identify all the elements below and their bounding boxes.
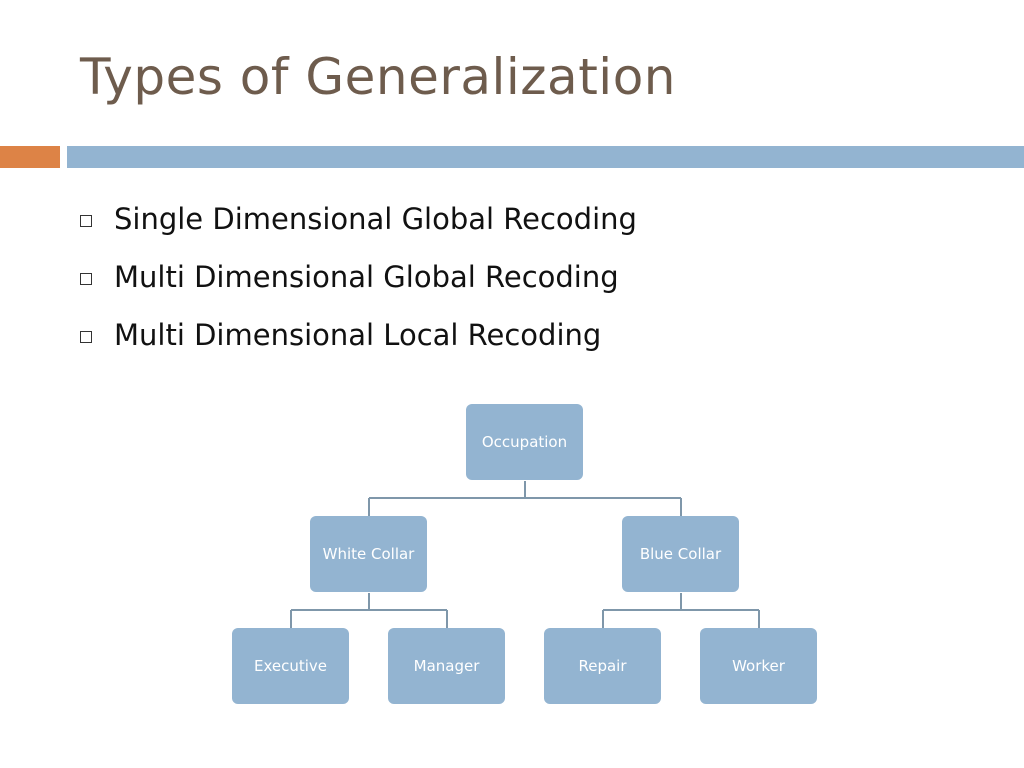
bullet-list: Single Dimensional Global Recoding Multi… [80, 190, 637, 364]
node-manager: Manager [388, 628, 505, 704]
bullet-text: Single Dimensional Global Recoding [114, 202, 637, 236]
bullet-text: Multi Dimensional Local Recoding [114, 318, 602, 352]
node-white-collar: White Collar [310, 516, 427, 592]
bullet-text: Multi Dimensional Global Recoding [114, 260, 619, 294]
bullet-item: Single Dimensional Global Recoding [80, 190, 637, 248]
bullet-item: Multi Dimensional Local Recoding [80, 306, 637, 364]
slide-title: Types of Generalization [80, 48, 676, 106]
square-bullet-icon [80, 215, 92, 227]
bullet-item: Multi Dimensional Global Recoding [80, 248, 637, 306]
node-executive: Executive [232, 628, 349, 704]
node-blue-collar: Blue Collar [622, 516, 739, 592]
square-bullet-icon [80, 331, 92, 343]
node-occupation: Occupation [466, 404, 583, 480]
accent-bar-orange [0, 146, 60, 168]
accent-bar-blue [67, 146, 1024, 168]
node-repair: Repair [544, 628, 661, 704]
node-worker: Worker [700, 628, 817, 704]
square-bullet-icon [80, 273, 92, 285]
